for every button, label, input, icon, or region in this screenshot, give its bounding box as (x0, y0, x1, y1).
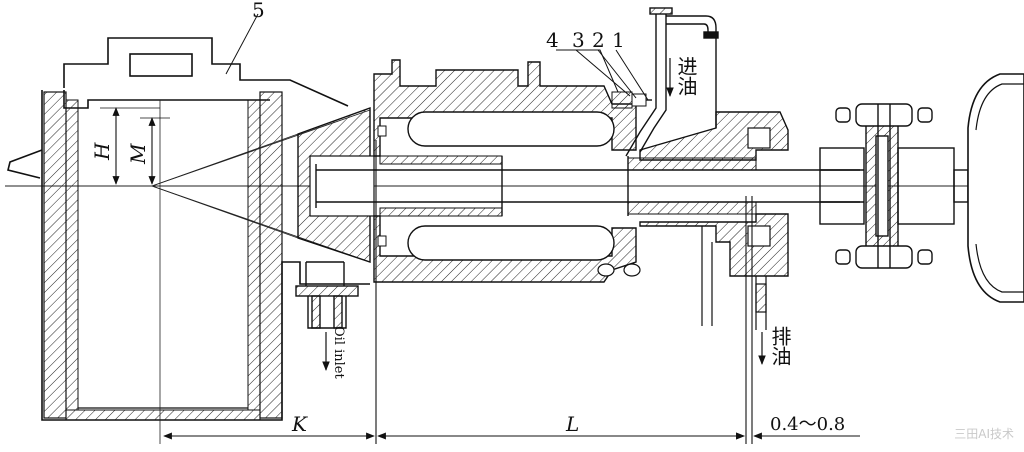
label-dim-L: L (566, 412, 580, 436)
label-dim-K: K (292, 412, 307, 436)
label-oil-in-cn: 进油 (674, 56, 698, 96)
bottom-dimensions (163, 140, 860, 444)
label-part-4: 4 (546, 28, 559, 52)
housing-bottom (65, 409, 261, 421)
label-dim-H: H (90, 142, 114, 160)
housing-right-wall (259, 91, 283, 419)
housing-left-wall (43, 91, 67, 419)
coupling (819, 103, 969, 269)
label-part-5: 5 (252, 0, 265, 22)
motor-end (967, 73, 1024, 303)
label-oil-inlet-en: Oil inlet (331, 326, 346, 379)
cone-lines (151, 109, 371, 263)
oil-inlet-fitting (295, 261, 359, 329)
shaft-sleeve-upper (379, 155, 503, 165)
part-leaders (225, 13, 649, 101)
label-part-3: 3 (572, 28, 585, 52)
liner-left-wall (65, 99, 79, 411)
label-clearance: 0.4～0.8 (770, 414, 846, 435)
label-part-2: 2 (592, 28, 605, 52)
shaft-sleeve-lower (379, 207, 503, 217)
oil-drain-pipe (701, 226, 767, 330)
label-part-1: 1 (612, 28, 625, 52)
label-oil-out-cn: 排油 (768, 326, 792, 366)
label-dim-M: M (126, 143, 150, 164)
watermark: 三田AI技术 (954, 427, 1014, 441)
liner-right-wall (247, 99, 261, 411)
